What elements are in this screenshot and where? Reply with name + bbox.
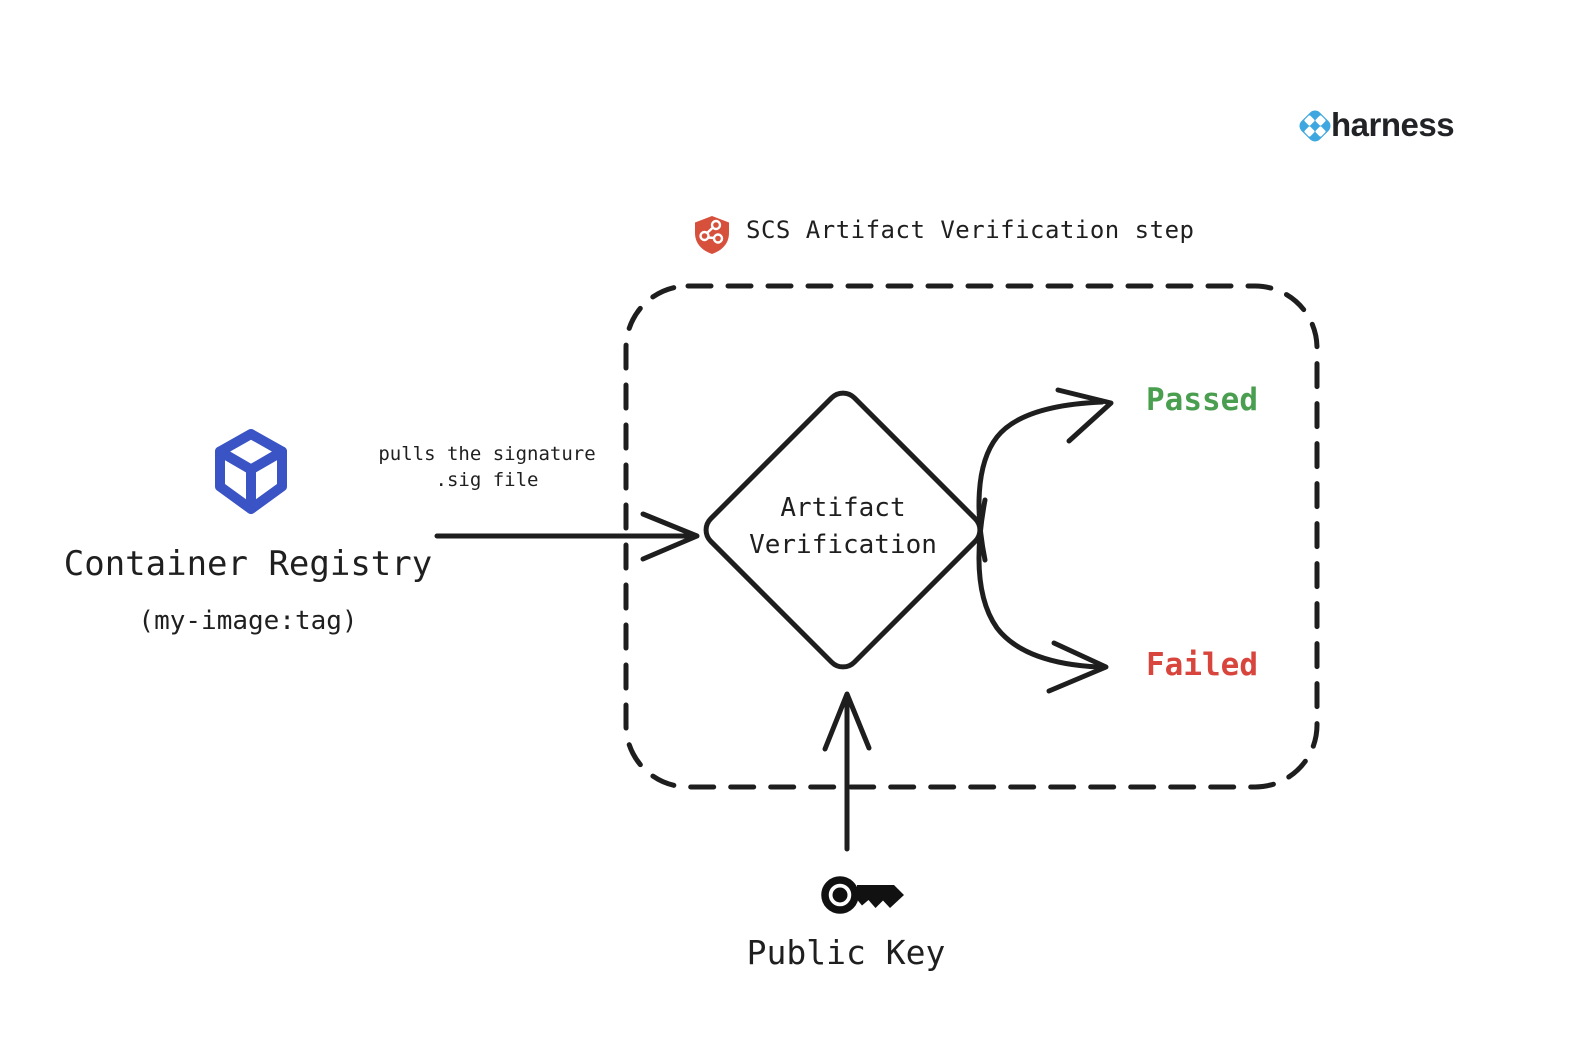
- edge-decision-to-failed: [976, 497, 1102, 670]
- shield-supply-chain-icon: [695, 216, 729, 254]
- decision-label-line1: Artifact: [780, 493, 906, 523]
- edge-passed-arrowhead: [1055, 387, 1114, 444]
- edge-label-line2: .sig file: [435, 469, 539, 491]
- harness-diamond-icon: [1299, 110, 1331, 142]
- edge-publickey-arrowhead: [822, 691, 872, 752]
- edge-failed-arrowhead: [1046, 640, 1109, 694]
- outcome-passed-label: Passed: [1146, 382, 1258, 418]
- step-title: SCS Artifact Verification step: [746, 216, 1195, 244]
- step-boundary-dashed-box: [623, 283, 1320, 790]
- decision-label: Artifact Verification: [723, 490, 963, 564]
- edge-label: pulls the signature .sig file: [367, 441, 607, 493]
- container-cube-icon: [215, 429, 287, 514]
- decision-label-line2: Verification: [749, 530, 937, 560]
- edge-label-line1: pulls the signature: [378, 443, 596, 465]
- harness-wordmark: harness: [1331, 106, 1455, 143]
- outcome-failed-label: Failed: [1146, 647, 1258, 683]
- key-icon: [821, 876, 904, 914]
- registry-title: Container Registry: [63, 544, 433, 584]
- public-key-label: Public Key: [746, 933, 946, 972]
- decision-diamond: [703, 390, 983, 670]
- registry-image-tag: (my-image:tag): [138, 606, 358, 636]
- edge-registry-arrowhead: [640, 511, 700, 562]
